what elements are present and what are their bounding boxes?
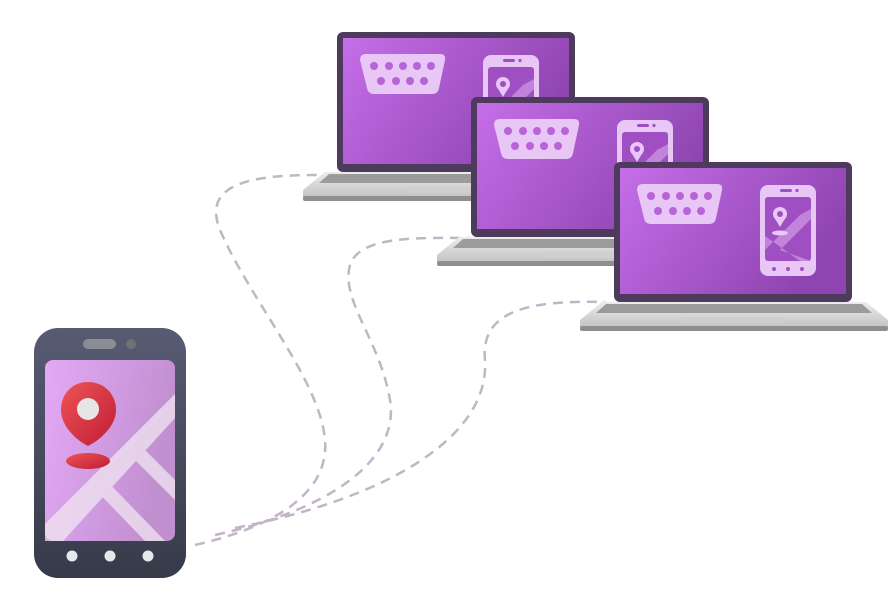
phone-button-home	[104, 550, 116, 562]
map-roads	[45, 394, 175, 541]
camera-icon	[126, 339, 136, 349]
smartphone	[34, 328, 186, 578]
location-pin-icon	[61, 382, 116, 469]
dashed-connection-2	[214, 236, 471, 537]
phone-button-right	[142, 550, 154, 562]
dashed-connection-1	[194, 173, 327, 547]
phone-button-left	[66, 550, 78, 562]
connection-lines	[194, 173, 606, 547]
dashed-connection-3	[234, 300, 606, 530]
laptop-3	[580, 162, 888, 331]
